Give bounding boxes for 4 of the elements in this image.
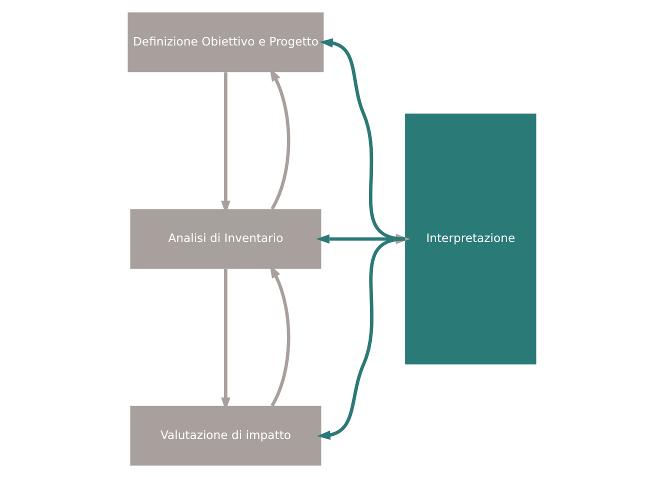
node-box: Analisi di Inventario [130, 208, 322, 268]
node-box: Definizione Obiettivo e Progetto [128, 12, 324, 72]
node-box: Valutazione di impatto [130, 405, 322, 466]
node-box: Interpretazione [405, 113, 536, 364]
